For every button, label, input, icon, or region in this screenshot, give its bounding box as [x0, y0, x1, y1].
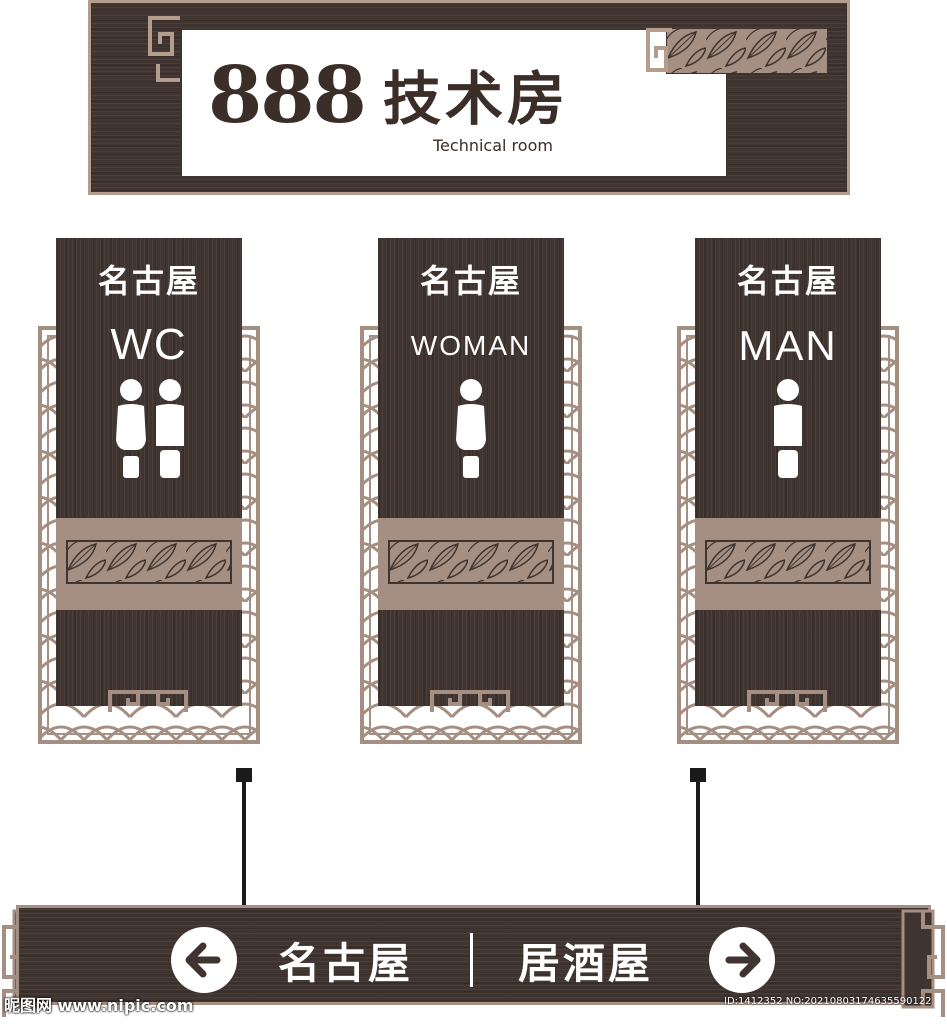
panel-label: WC [110, 320, 188, 369]
fret-ornament-icon [901, 909, 945, 1017]
wc-board [56, 238, 242, 706]
panel-label: MAN [738, 322, 838, 369]
panel-title: 名古屋 [419, 262, 522, 300]
panel-label: WOMAN [410, 330, 532, 361]
leaf-lattice-icon [666, 28, 828, 74]
leaf-lattice-icon [388, 540, 554, 584]
direction-sign: 名古屋 居酒屋 [0, 905, 947, 1024]
fret-ornament-icon [430, 690, 510, 712]
watermark-site: 昵图网 www.nipic.com [4, 996, 194, 1015]
leaf-lattice-icon [705, 540, 871, 584]
fret-ornament-icon [108, 690, 188, 712]
restroom-both-icon [116, 379, 184, 478]
panel-title: 名古屋 [736, 262, 839, 300]
restroom-woman-icon [456, 379, 486, 478]
room-title-cn: 技术房 [383, 65, 570, 133]
top-room-sign: 888 技术房 Technical room [88, 0, 850, 195]
leaf-band [695, 518, 881, 610]
direction-divider [470, 933, 473, 987]
room-title-en: Technical room [433, 136, 553, 155]
hanging-rod [242, 770, 246, 910]
restroom-man-icon [774, 379, 802, 478]
watermark-id: ID:1412352 NO:20210803174635590122 [724, 996, 932, 1007]
leaf-band [56, 518, 242, 610]
fret-ornament-icon [747, 690, 827, 712]
top-sign-panel [180, 28, 728, 178]
arrow-left-icon [171, 927, 237, 993]
hanging-rod [696, 770, 700, 910]
direction-sign-board [16, 905, 931, 1005]
woman-sign-panel: 名古屋 WOMAN [360, 238, 590, 748]
man-sign-panel: 名古屋 MAN [677, 238, 907, 748]
direction-right-label: 居酒屋 [518, 939, 654, 988]
arrow-right-icon [709, 927, 775, 993]
direction-left-label: 名古屋 [278, 939, 414, 988]
leaf-band [378, 518, 564, 610]
leaf-lattice-icon [66, 540, 232, 584]
room-number: 888 [208, 50, 367, 141]
panel-title: 名古屋 [97, 262, 200, 300]
fret-ornament-icon [646, 28, 672, 72]
fret-ornament-icon [148, 16, 180, 82]
wc-sign-panel: 名古屋 WC [38, 238, 268, 748]
